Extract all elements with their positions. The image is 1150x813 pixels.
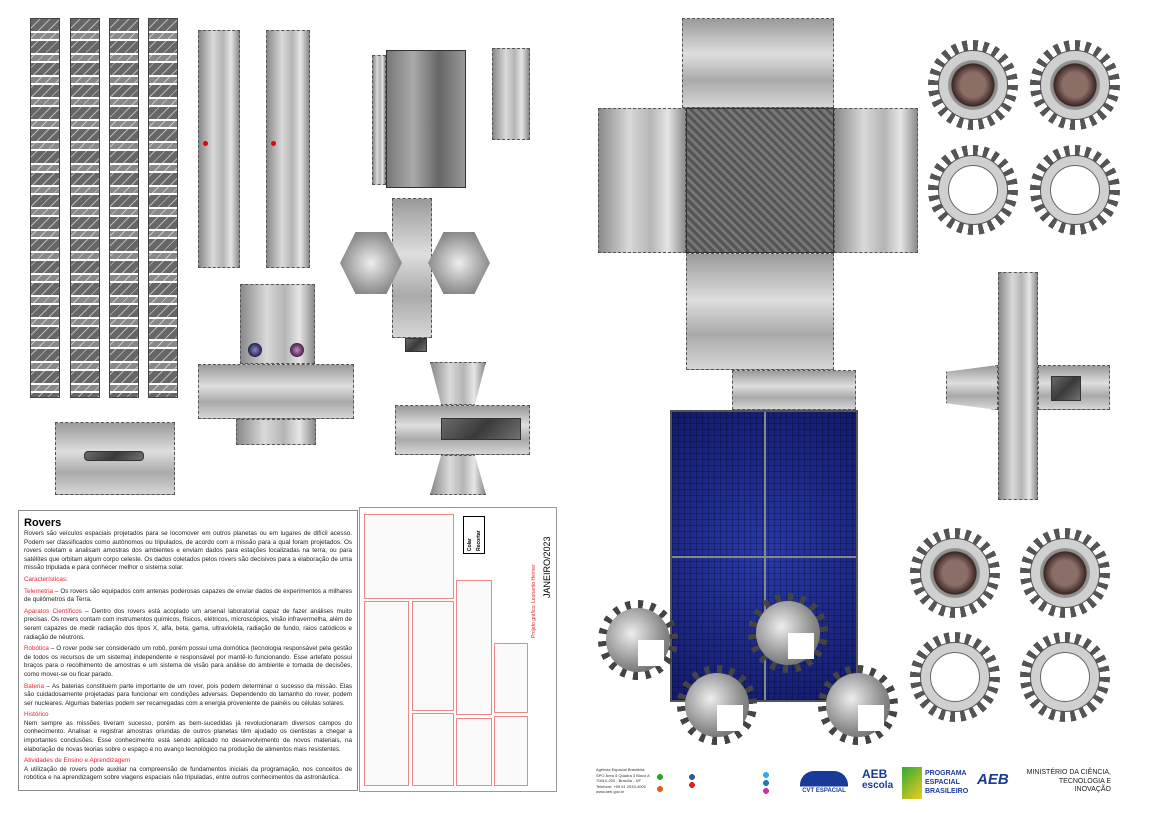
body-joint-piece [395,405,530,455]
peb-logo-mark [902,767,922,799]
axle-arm-piece [1038,365,1110,410]
credit-label: Projeto gráfico: Leonardo Heimer [531,564,537,638]
small-strip-piece [492,48,530,140]
body-joint-flap [430,455,486,495]
mast-side-flap [372,55,386,185]
arm-strip-piece [266,30,310,268]
camera-lens-left [248,343,262,357]
date-label: JANEIRO/2023 [542,536,552,598]
tread-strip [148,18,178,398]
rovers-description: Rovers Rovers são veículos espaciais pro… [18,510,358,791]
instruction-step [456,718,492,786]
mast-body-piece [386,50,466,188]
tread-strip [30,18,60,398]
characteristics-heading: Características: [24,575,68,583]
instruction-step [364,514,454,599]
ministry-label: MINISTÉRIO DA CIÊNCIA, TECNOLOGIA E INOV… [1026,769,1111,793]
main-body-left-side [598,108,686,253]
body-joint-flap [430,362,486,405]
battery-piece [55,422,175,495]
hexagon-piece [428,232,490,294]
legend-glue: Colar [467,538,473,551]
wheel-rim [1030,145,1120,235]
axle-piece [998,272,1038,500]
main-body-front [686,253,834,370]
instruction-step [412,713,454,786]
instruction-step [364,601,409,786]
instruction-step [412,601,454,711]
characteristic-item: Bateria – As baterias constituem parte i… [24,682,352,707]
camera-lens-right [290,343,304,357]
instruction-step [494,643,528,713]
gear-disc [748,593,828,673]
article-intro: Rovers são veículos espaciais projetados… [24,530,352,572]
instruction-step [494,716,528,786]
tab-piece [405,338,427,352]
hexagon-piece [340,232,402,294]
article-title: Rovers [24,517,62,529]
gear-disc [677,665,757,745]
characteristic-item: Aparatos Científicos – Dentro dos rovers… [24,607,352,641]
main-body-deck [686,108,834,253]
programa-espacial-logo: PROGRAMA ESPACIAL BRASILEIRO [925,770,969,795]
tread-strip [70,18,100,398]
gear-disc [598,600,678,680]
characteristic-item: Robótica – O rover pode ser considerado … [24,645,352,678]
history-heading: Histórico [24,711,49,719]
wheel-rim [928,145,1018,235]
instruction-step [456,580,492,715]
head-bottom-piece [236,419,316,445]
legend-cut: Recortar [476,530,482,551]
wheel-hub [928,40,1018,130]
wheel-rim [910,632,1000,722]
cvt-espacial-logo: CVT ESPACIAL [800,771,848,797]
wheel-rim [1020,632,1110,722]
wheel-hub [910,528,1000,618]
gear-disc [818,665,898,745]
wheel-hub [1020,528,1110,618]
axle-arm-piece [946,365,998,410]
legend-box: Colar Recortar [463,516,485,554]
arm-strip-piece [198,30,240,268]
wheel-hub [1030,40,1120,130]
activities-text: A utilização de rovers pode auxiliar na … [24,765,352,782]
main-body-top-flap [682,18,834,108]
social-icons [656,771,796,795]
main-body-right-side [834,108,918,253]
head-base-piece [198,364,354,419]
main-body-bottom-panel [732,370,856,410]
history-text: Nem sempre as missões tiveram sucesso, p… [24,719,352,753]
aeb-logo: AEB [977,771,1009,788]
assembly-instructions: Colar Recortar Projeto gráfico: Leonardo… [359,507,557,792]
activities-heading: Atividades de Ensino e Aprendizagem [24,757,131,765]
tread-strip [109,18,139,398]
characteristic-item: Telemetria – Os rovers são equipados com… [24,587,352,604]
